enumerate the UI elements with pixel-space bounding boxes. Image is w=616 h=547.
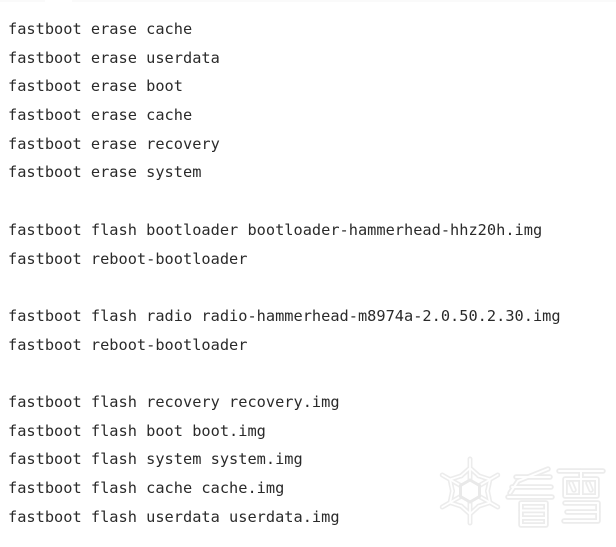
code-line: fastboot erase recovery [8,134,220,153]
code-line: fastboot erase cache [8,106,193,125]
code-line [8,187,616,216]
code-line: fastboot flash bootloader bootloader-ham… [8,220,543,239]
code-line [8,359,616,388]
code-line: fastboot flash cache cache.img [8,479,285,497]
code-line: fastboot reboot-bootloader [8,249,248,268]
code-line [8,273,616,302]
code-line: fastboot erase userdata [8,48,220,67]
top-edge-artifact [0,0,616,2]
fastboot-command-list: fastboot erase cache fastboot erase userd… [8,20,616,526]
code-line: fastboot flash userdata userdata.img [8,507,340,526]
code-line: fastboot flash boot boot.img [8,421,266,440]
code-line: fastboot erase cache [8,20,193,38]
code-line: fastboot flash radio radio-hammerhead-m8… [8,306,561,325]
code-line: fastboot flash recovery recovery.img [8,392,340,411]
code-line: fastboot erase system [8,163,202,182]
code-line: fastboot reboot-bootloader [8,335,248,354]
code-line: fastboot erase boot [8,77,183,96]
code-line: fastboot flash system system.img [8,450,303,469]
top-edge-gap [45,0,72,2]
